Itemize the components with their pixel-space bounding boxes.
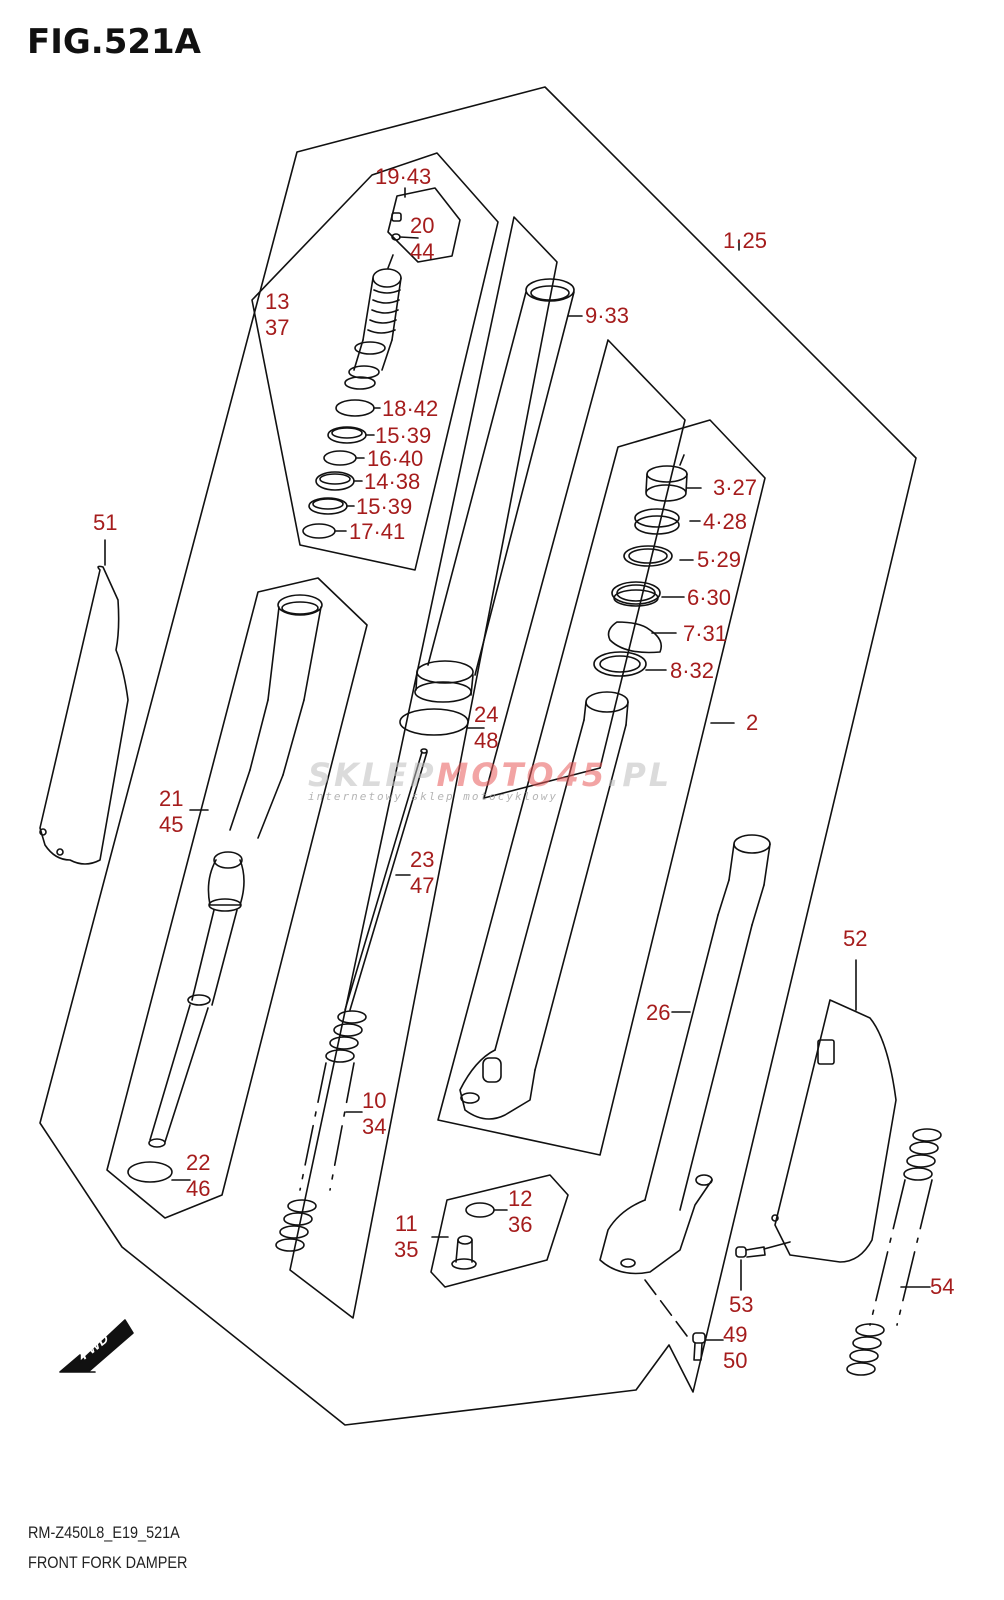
fork-spring — [846, 1128, 942, 1376]
fork-guard-left — [39, 539, 129, 865]
fork-guard-right — [771, 959, 897, 1263]
bushings-and-seals — [593, 454, 702, 677]
subframe-valve-base — [430, 1174, 569, 1288]
callout-9-33[interactable]: 9·33 — [585, 303, 630, 328]
callout-1-25[interactable]: 1·25 — [723, 228, 768, 253]
callout-7-31[interactable]: 7·31 — [683, 621, 728, 646]
subframe-damper-rod — [106, 577, 368, 1219]
watermark-text-accent: MOTO45 — [436, 756, 608, 794]
callout-11-35[interactable]: 11 35 — [394, 1211, 419, 1263]
bolt-53 — [735, 1241, 791, 1291]
callout-4-28[interactable]: 4·28 — [703, 509, 748, 534]
diagram-caption: FRONT FORK DAMPER — [28, 1553, 188, 1572]
callout-6-30[interactable]: 6·30 — [687, 585, 732, 610]
callout-8-32[interactable]: 8·32 — [670, 658, 715, 683]
leader-dash-49-50 — [644, 1279, 691, 1341]
watermark-text: SKLEP — [308, 756, 437, 794]
subframe-rod-spring — [289, 216, 558, 1319]
bolt-49-50 — [692, 1332, 724, 1361]
lower-fork-leg — [599, 834, 771, 1275]
callout-22-46[interactable]: 22 46 — [186, 1150, 211, 1202]
callout-54[interactable]: 54 — [930, 1274, 955, 1299]
callout-12-36[interactable]: 12 36 — [508, 1186, 533, 1238]
callout-21-45[interactable]: 21 45 — [159, 786, 184, 838]
model-code: RM-Z450L8_E19_521A — [28, 1523, 180, 1542]
push-rod-and-spring — [275, 748, 428, 1252]
callout-14-38[interactable]: 14·38 — [364, 469, 421, 494]
callout-18-42[interactable]: 18·42 — [382, 396, 439, 421]
seal-rings-stack — [302, 399, 381, 539]
callout-51[interactable]: 51 — [93, 510, 118, 535]
watermark-suffix: .PL — [607, 756, 673, 794]
subframe-cartridge-valve — [251, 152, 499, 571]
callout-52[interactable]: 52 — [843, 926, 868, 951]
cartridge-valve-assembly — [344, 187, 419, 390]
callout-15-39-lower[interactable]: 15·39 — [356, 494, 413, 519]
callout-13-37[interactable]: 13 37 — [265, 289, 290, 341]
subframe-outer-tube — [483, 339, 686, 799]
subframe-screw-detail — [387, 187, 461, 263]
fwd-arrow-icon — [59, 1319, 134, 1373]
subframe-bushings — [437, 419, 766, 1156]
callout-19-43[interactable]: 19·43 — [375, 164, 432, 189]
callout-2[interactable]: 2 — [746, 710, 759, 735]
watermark: SKLEPMOTO45.PL — [308, 756, 672, 794]
callout-26[interactable]: 26 — [646, 1000, 671, 1025]
callout-20-44[interactable]: 20 44 — [410, 213, 435, 265]
callout-17-41[interactable]: 17·41 — [349, 519, 406, 544]
callout-5-29[interactable]: 5·29 — [697, 547, 742, 572]
damper-rod-assembly — [127, 594, 323, 1183]
callout-24-48[interactable]: 24 48 — [474, 702, 499, 754]
watermark-subtitle: internetowy sklep motocyklowy — [308, 790, 559, 803]
callout-15-39-upper[interactable]: 15·39 — [375, 423, 432, 448]
callout-3-27[interactable]: 3·27 — [713, 475, 758, 500]
callout-16-40[interactable]: 16·40 — [367, 446, 424, 471]
outer-fork-tube — [459, 691, 629, 1120]
callout-10-34[interactable]: 10 34 — [362, 1088, 387, 1140]
assembly-frame-outer — [39, 86, 917, 1426]
base-valve — [431, 1202, 508, 1270]
figure-title: FIG.521A — [27, 22, 201, 62]
callout-53[interactable]: 53 — [729, 1292, 754, 1317]
callout-49-50[interactable]: 49 50 — [723, 1322, 748, 1374]
inner-fork-tube — [399, 278, 575, 736]
callout-23-47[interactable]: 23 47 — [410, 847, 435, 899]
